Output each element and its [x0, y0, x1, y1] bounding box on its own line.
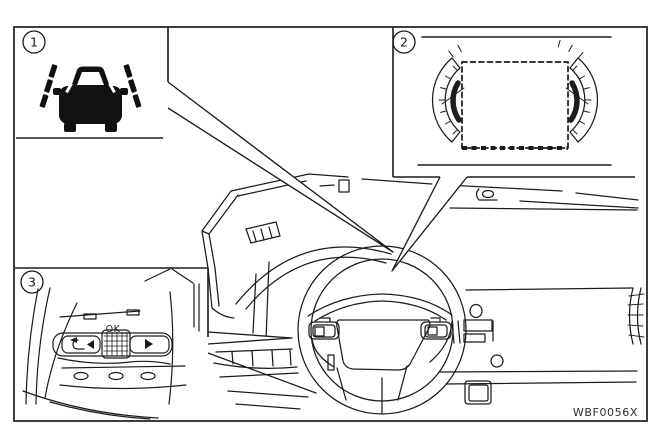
- figure-code-label: WBF0056X: [573, 406, 638, 419]
- callout-3-number: 3: [28, 275, 36, 290]
- callout-2-box: 2: [392, 27, 647, 178]
- callout-3-box: 3: [15, 267, 209, 421]
- callout-1-number-circle: [22, 30, 46, 54]
- side-vent: [245, 221, 281, 244]
- ok-button: [101, 329, 131, 359]
- back-arrow-icon: [70, 337, 94, 350]
- ok-button-label: OK: [106, 324, 121, 335]
- airbag-pad: [336, 319, 431, 371]
- callout-1-number: 1: [30, 35, 38, 50]
- callout-2-number: 2: [400, 35, 408, 50]
- callout-3-number-circle: [20, 270, 44, 294]
- lane-departure-warning-icon: [39, 64, 142, 132]
- callout-1-box: 1: [15, 27, 169, 139]
- back-button: [61, 335, 101, 354]
- left-gauge-arc: [431, 44, 465, 143]
- lower-dash-trim: [207, 348, 317, 410]
- steering-switch-closeup: [22, 268, 200, 420]
- right-gauge-arc: [557, 39, 599, 143]
- leader-wedge-3: [208, 332, 292, 344]
- display-area-dashed-outline: [461, 61, 569, 150]
- steering-wheel: [297, 245, 467, 415]
- instrument-binnacle: [235, 246, 392, 341]
- figure-frame: [13, 26, 648, 422]
- right-dash-details: [439, 188, 638, 405]
- door-trim-strip: [628, 287, 642, 345]
- leader-lines: [167, 81, 468, 345]
- right-spoke-switch: [420, 317, 452, 340]
- callout-2-number-circle: [392, 30, 416, 54]
- left-spoke-switch: [308, 317, 340, 340]
- right-arrow-icon: [145, 339, 153, 349]
- instrument-cluster-display-graphic: [417, 36, 612, 166]
- left-pillar: [201, 190, 281, 319]
- lower-spoke: [336, 365, 408, 415]
- main-dashboard-illustration: [201, 173, 645, 415]
